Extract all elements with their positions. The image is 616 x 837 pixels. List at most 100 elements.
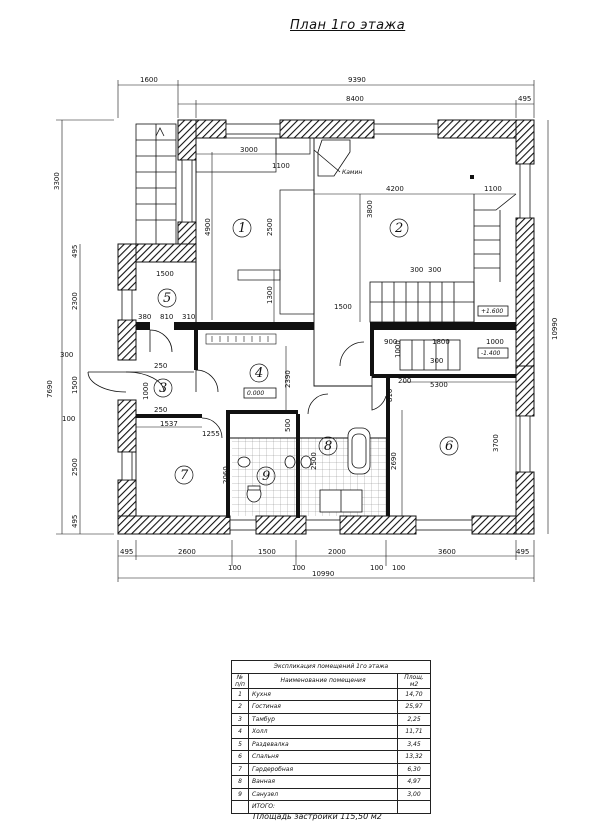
level-marks <box>243 305 509 399</box>
dim-top-495: 495 <box>518 95 531 103</box>
dim-left-3300: 3300 <box>53 172 61 190</box>
dim-2500b: 2500 <box>310 452 318 470</box>
room-5-number: 5 <box>163 291 171 306</box>
dim-3000: 3000 <box>240 146 258 154</box>
dim-top-8400: 8400 <box>346 95 364 103</box>
drawing-title: План 1го этажа <box>290 18 406 33</box>
dimension-lines <box>56 80 549 582</box>
level-plus: +1.600 <box>481 308 503 315</box>
row-name: Раздевалка <box>248 737 398 751</box>
dim-250a: 250 <box>154 362 167 370</box>
wc-tile-floor <box>232 438 296 516</box>
dim-bottom-3600: 3600 <box>438 548 456 556</box>
radiator <box>205 333 277 345</box>
row-name: Кухня <box>248 687 398 701</box>
row-name: Спальня <box>248 750 398 764</box>
dim-300a: 300 <box>410 266 423 274</box>
row-area: 2,25 <box>397 712 431 726</box>
dim-1500a: 1500 <box>334 303 352 311</box>
dim-bottom-100d: 100 <box>392 564 405 572</box>
interior-walls <box>136 322 516 518</box>
room-8-number: 8 <box>324 439 332 454</box>
fireplace-marker <box>470 175 474 179</box>
dim-5300: 5300 <box>430 381 448 389</box>
dim-1100b: 1100 <box>484 185 502 193</box>
dim-left-1500: 1500 <box>71 376 79 394</box>
built-area-footer: Площадь застройки 115,50 м2 <box>253 812 382 821</box>
row-name: Гардеробная <box>248 762 398 776</box>
dim-1100a: 1100 <box>272 162 290 170</box>
kitchen-units <box>195 137 315 315</box>
col-area-header: Площ. м2 <box>397 672 431 689</box>
dim-500: 500 <box>284 419 292 432</box>
row-area: 3,45 <box>397 737 431 751</box>
dim-left-100: 100 <box>62 415 75 423</box>
dim-4200: 4200 <box>386 185 404 193</box>
dim-right-10990: 10990 <box>551 318 559 340</box>
dim-300b: 300 <box>428 266 441 274</box>
row-num: 2 <box>231 700 249 714</box>
dim-250b: 250 <box>154 406 167 414</box>
dim-bottom-2000: 2000 <box>328 548 346 556</box>
row-name: Гостиная <box>248 700 398 714</box>
table-caption: Экспликация помещений 1го этажа <box>231 660 431 674</box>
bathtub <box>347 427 371 475</box>
entry-stair <box>135 123 177 245</box>
row-area: 14,70 <box>397 687 431 701</box>
dim-4900: 4900 <box>204 218 212 236</box>
dim-310: 310 <box>182 313 195 321</box>
row-name: Санузел <box>248 787 398 801</box>
dim-2060: 2060 <box>222 466 230 484</box>
row-num: 5 <box>231 737 249 751</box>
row-num: 1 <box>231 687 249 701</box>
dim-810a: 810 <box>160 313 173 321</box>
dim-2390: 2390 <box>284 370 292 388</box>
dim-bottom-10990: 10990 <box>312 570 334 578</box>
dim-bottom-100b: 100 <box>292 564 305 572</box>
doors <box>87 329 387 439</box>
dim-1500b: 1500 <box>156 270 174 278</box>
room-1-number: 1 <box>238 221 246 236</box>
row-name: Холл <box>248 725 398 739</box>
total-label: ИТОГО: <box>248 800 398 814</box>
dim-1800: 1800 <box>432 338 450 346</box>
level-zero: 0.000 <box>247 390 264 397</box>
row-area: 11,71 <box>397 725 431 739</box>
dim-1255: 1255 <box>202 430 220 438</box>
room-3-number: 3 <box>159 381 167 396</box>
dim-bottom-495b: 495 <box>516 548 529 556</box>
dim-380: 380 <box>138 313 151 321</box>
dim-left-2300: 2300 <box>71 292 79 310</box>
row-num: 4 <box>231 725 249 739</box>
level-minus: -1.400 <box>481 350 501 357</box>
room-9-number: 9 <box>262 469 270 484</box>
fireplace <box>313 139 351 177</box>
row-area: 6,30 <box>397 762 431 776</box>
col-num-header: № п/п <box>231 672 249 689</box>
dim-900: 900 <box>384 338 397 346</box>
row-name: Ванная <box>248 775 398 789</box>
row-area: 4,97 <box>397 775 431 789</box>
main-stair <box>369 193 517 371</box>
dim-200: 200 <box>398 377 411 385</box>
dim-3700: 3700 <box>492 434 500 452</box>
row-num: 8 <box>231 775 249 789</box>
room-4-number: 4 <box>254 366 263 381</box>
dim-bottom-2600: 2600 <box>178 548 196 556</box>
row-num: 3 <box>231 712 249 726</box>
windows <box>121 123 531 531</box>
dim-bottom-1500: 1500 <box>258 548 276 556</box>
dim-1537: 1537 <box>160 420 178 428</box>
dim-bottom-100a: 100 <box>228 564 241 572</box>
dim-1000a: 1000 <box>486 338 504 346</box>
dim-810b: 810 <box>386 389 394 402</box>
dim-3800: 3800 <box>366 200 374 218</box>
dim-1300: 1300 <box>266 286 274 304</box>
room-2-number: 2 <box>394 221 403 236</box>
dim-top-1600: 1600 <box>140 76 158 84</box>
